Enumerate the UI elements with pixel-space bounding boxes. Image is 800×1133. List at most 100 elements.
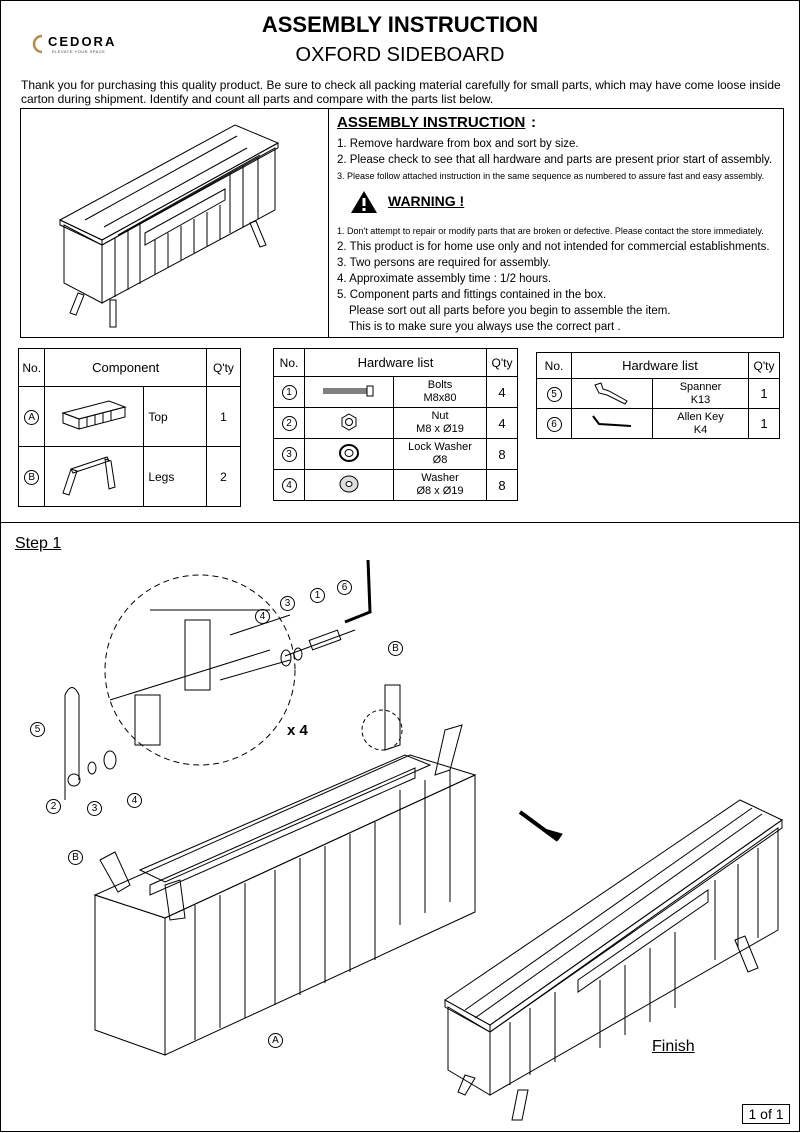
col-header-component: Component (44, 348, 207, 387)
warning-icon (351, 191, 377, 213)
warning-item: 1. Don't attempt to repair or modify par… (337, 226, 764, 236)
part-image-legs (44, 446, 145, 507)
callout-3: 3 (280, 596, 295, 611)
finish-label: Finish (652, 1038, 695, 1055)
hardware-qty: 1 (748, 408, 780, 439)
hardware-id: 4 (281, 478, 297, 493)
warning-list: 1. Don't attempt to repair or modify par… (337, 223, 777, 335)
brand-tagline: ELEVATE YOUR SPACE (52, 49, 106, 54)
callout-5: 5 (30, 722, 45, 737)
col-header-qty: Q'ty (205, 348, 242, 387)
part-qty: 1 (205, 386, 242, 447)
lock-washer-icon (339, 443, 359, 462)
callout-6: 6 (337, 580, 352, 595)
intro-text: Thank you for purchasing this quality pr… (21, 78, 781, 106)
part-id: A (24, 409, 40, 425)
hardware-id: 3 (281, 447, 297, 462)
callout-2: 2 (46, 799, 61, 814)
instruction-item: 2. Please check to see that all hardware… (337, 154, 773, 166)
hardware-name: Washer (421, 472, 459, 484)
col-header-qty: Q'ty (486, 348, 518, 377)
part-name: Legs (143, 446, 207, 507)
hardware-name: Nut (431, 410, 449, 422)
hero-box (20, 108, 784, 338)
hardware-id: 6 (546, 416, 562, 432)
washer-icon (339, 475, 359, 492)
hardware-id: 5 (546, 386, 562, 402)
hardware-spec: M8x80 (423, 392, 457, 404)
page-title: ASSEMBLY INSTRUCTION (261, 12, 539, 37)
col-header-no: No. (17, 348, 46, 387)
col-header-no: No. (536, 352, 572, 379)
warning-item: 5. Component parts and fittings containe… (337, 289, 607, 301)
hardware-qty: 8 (486, 469, 518, 501)
brand-name: CEDORA (48, 34, 117, 49)
callout-4b: 4 (127, 793, 142, 808)
col-header-hardware: Hardware list (304, 348, 487, 377)
step-label: Step 1 (15, 535, 62, 552)
instructions-list: 1. Remove hardware from box and sort by … (337, 136, 777, 184)
table-row: B Legs 2 (17, 446, 242, 507)
hardware-name: Lock Washer (408, 441, 472, 453)
callout-1: 1 (310, 588, 325, 603)
warning-item: 2. This product is for home use only and… (337, 241, 770, 253)
tabletop-icon (61, 400, 128, 430)
instruction-item: 3. Please follow attached instruction in… (337, 171, 765, 181)
brand-logo-mark (32, 34, 43, 54)
part-image-top (44, 386, 145, 447)
step-1-diagram (64, 559, 783, 1121)
part-id: B (24, 469, 40, 485)
hardware-qty: 8 (486, 438, 518, 470)
part-name: Top (143, 386, 207, 447)
col-header-no: No. (273, 348, 305, 377)
hardware-spec: K4 (693, 423, 708, 436)
bolt-icon (323, 385, 374, 396)
hardware-qty: 1 (748, 378, 780, 409)
spanner-icon (594, 382, 628, 405)
warning-item: 4. Approximate assembly time : 1/2 hours… (337, 273, 552, 285)
nut-icon (341, 412, 357, 431)
callout-4: 4 (255, 609, 270, 624)
warning-item: This is to make sure you always use the … (349, 321, 621, 333)
quantity-multiplier: x 4 (287, 722, 308, 739)
hardware-qty: 4 (486, 376, 518, 408)
col-header-hardware: Hardware list (571, 352, 749, 379)
hardware-id: 1 (281, 385, 297, 400)
callout-a: A (268, 1033, 283, 1048)
instruction-item: 1. Remove hardware from box and sort by … (337, 138, 579, 150)
hardware-spec: K13 (690, 393, 711, 406)
hardware-spec: M8 x Ø19 (416, 423, 464, 435)
hero-divider (328, 108, 329, 338)
component-table: No. Component Q'ty A Top 1 B (17, 348, 242, 507)
col-header-qty: Q'ty (748, 352, 780, 379)
page-number: 1 of 1 (742, 1104, 790, 1124)
instructions-heading: ASSEMBLY INSTRUCTION (337, 114, 526, 131)
warning-item: 3. Two persons are required for assembly… (337, 257, 551, 269)
hardware-spec: Ø8 x Ø19 (416, 485, 464, 497)
part-qty: 2 (205, 446, 242, 507)
hardware-id: 2 (281, 416, 297, 431)
hardware-name: Allen Key (677, 410, 724, 423)
callout-b: B (388, 641, 403, 656)
hardware-name: Spanner (679, 380, 722, 393)
hardware-name: Bolts (427, 379, 453, 391)
instructions-colon: : (531, 114, 536, 131)
hardware-qty: 4 (486, 407, 518, 439)
allen-key-icon (592, 415, 632, 427)
table-row: A Top 1 (17, 386, 242, 447)
callout-b2: B (68, 850, 83, 865)
page-subtitle: OXFORD SIDEBOARD (295, 44, 505, 66)
legs-icon (62, 456, 116, 496)
callout-3b: 3 (87, 801, 102, 816)
warning-label: WARNING ! (388, 193, 465, 209)
hardware-spec: Ø8 (432, 454, 448, 466)
step-section (0, 522, 800, 1133)
